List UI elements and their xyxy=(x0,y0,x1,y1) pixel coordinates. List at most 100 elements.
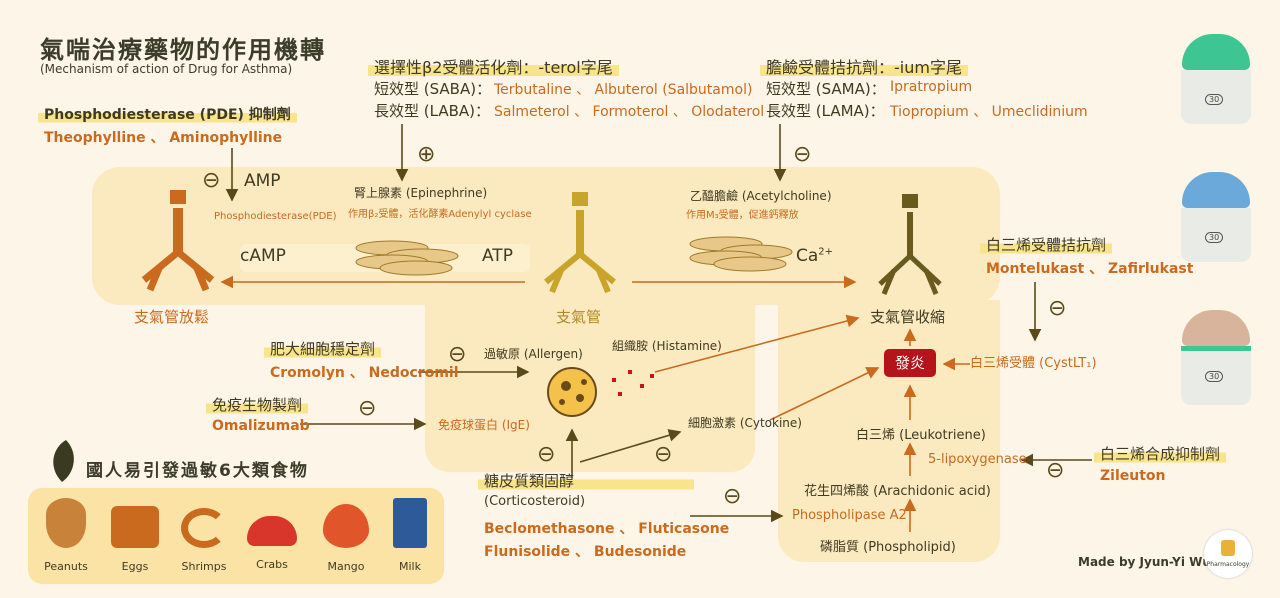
lama-drugs: Tiopropium 、 Umeclidinium xyxy=(890,104,1088,120)
calcium-charge: 2+ xyxy=(818,246,834,258)
steroid-inhibit-icon-1: ⊖ xyxy=(537,442,556,467)
lipoxygenase-label: 5-lipoxygenase xyxy=(928,452,1027,467)
histamine-arrow xyxy=(654,314,860,373)
food-label-crabs: Crabs xyxy=(256,558,288,571)
sama-drugs: Ipratropium xyxy=(890,79,973,95)
food-label-peanuts: Peanuts xyxy=(44,560,88,573)
food-label-eggs: Eggs xyxy=(121,560,149,573)
mast-stabilizer-drugs: Cromolyn 、 Nedocromil xyxy=(270,365,459,381)
pla2-inhibit-icon: ⊖ xyxy=(723,484,742,509)
pde-inhibitor-heading: Phosphodiesterase (PDE) 抑制劑 xyxy=(38,104,297,124)
pla2-label: Phospholipase A2 xyxy=(792,508,907,523)
anticholinergic-heading: 膽鹼受體拮抗劑：-ium字尾 xyxy=(760,54,968,78)
pde-inhibit-icon: ⊖ xyxy=(202,168,221,193)
amp-label: AMP xyxy=(244,171,281,191)
allergen-label: 過敏原 (Allergen) xyxy=(484,347,583,361)
steroid-drugs-1: Beclomethasone 、 Fluticasone xyxy=(484,521,730,537)
bronchus-relax-label: 支氣管放鬆 xyxy=(134,308,210,326)
bronchus-constrict-icon xyxy=(878,194,942,295)
food-label-milk: Milk xyxy=(399,560,421,573)
leukotriene-label: 白三烯 (Leukotriene) xyxy=(856,428,986,443)
arachidonic-label: 花生四烯酸 (Arachidonic acid) xyxy=(804,484,991,499)
mast-inhibit-icon: ⊖ xyxy=(448,342,467,367)
cytokine-inflam-arrow xyxy=(769,367,880,421)
inhaler-tan-cap xyxy=(1182,310,1250,346)
logo-mark xyxy=(1221,540,1235,556)
bronchus-icon xyxy=(544,192,616,294)
peanut-icon xyxy=(46,498,86,548)
food-allergy-panel xyxy=(28,488,444,584)
inhaler-tan-icon: 30 xyxy=(1176,310,1256,405)
steroid-drugs-2: Flunisolide 、 Budesonide xyxy=(484,544,687,560)
shrimp-icon xyxy=(181,508,227,548)
steroid-inhibit-icon-2: ⊖ xyxy=(654,442,673,467)
pharmacology-logo: Pharmacology xyxy=(1204,530,1252,578)
food-peanuts: Peanuts xyxy=(38,498,94,573)
m3-receptor-cells xyxy=(689,236,793,272)
inhaler-tan-counter: 30 xyxy=(1205,371,1224,382)
inhaler-blue-body: 30 xyxy=(1181,208,1251,262)
immuno-inhibit-icon: ⊖ xyxy=(358,396,377,421)
saba-label: 短效型 (SABA)： xyxy=(374,80,492,98)
acetylcholine-label: 乙醯膽鹼 (Acetylcholine) xyxy=(690,189,832,203)
logo-text: Pharmacology xyxy=(1206,561,1250,568)
camp-label: cAMP xyxy=(240,246,286,266)
epinephrine-note: 作用β₂受體，活化酵素Adenylyl cyclase xyxy=(348,209,532,220)
saba-drugs: Terbutaline 、 Albuterol (Salbutamol) xyxy=(494,82,753,98)
inhaler-green-body: 30 xyxy=(1181,70,1251,124)
cytokine-label: 細胞激素 (Cytokine) xyxy=(688,416,802,430)
mast-cell-icon xyxy=(547,367,597,417)
mast-stabilizer-heading: 肥大細胞穩定劑 xyxy=(264,338,382,359)
inhaler-tan-body: 30 xyxy=(1181,346,1251,405)
biologics-heading: 免疫生物製劑 xyxy=(206,394,309,415)
anticholinergic-inhibit-icon: ⊖ xyxy=(793,142,812,167)
pde-inhibitor-drugs: Theophylline 、 Aminophylline xyxy=(44,130,283,146)
inhaler-blue-icon: 30 xyxy=(1176,172,1256,266)
atp-label: ATP xyxy=(482,246,513,266)
food-milk: Milk xyxy=(384,498,436,573)
inhaler-green-counter: 30 xyxy=(1205,94,1224,105)
page-subtitle: (Mechanism of action of Drug for Asthma) xyxy=(40,62,293,76)
beta2-agonist-heading: 選擇性β2受體活化劑：-terol字尾 xyxy=(368,54,619,78)
lt-synthesis-inhibitor-drugs: Zileuton xyxy=(1100,468,1166,484)
epinephrine-label: 腎上腺素 (Epinephrine) xyxy=(354,186,488,200)
page-title: 氣喘治療藥物的作用機轉 xyxy=(40,36,326,64)
biologics-drugs: Omalizumab xyxy=(212,418,310,434)
cystlt-receptor-label: 白三烯受體 (CystLT₁) xyxy=(970,356,1097,371)
bronchus-constrict-label: 支氣管收縮 xyxy=(870,308,946,326)
food-eggs: Eggs xyxy=(106,498,164,573)
cytokine-arrow xyxy=(579,429,682,463)
laba-drugs: Salmeterol 、 Formoterol 、 Olodaterol xyxy=(494,104,765,120)
zileuton-inhibit-icon: ⊖ xyxy=(1046,458,1065,483)
histamine-granules xyxy=(612,370,654,396)
inhaler-blue-counter: 30 xyxy=(1205,232,1224,243)
calcium-label: Ca2+ xyxy=(796,246,833,266)
crab-icon xyxy=(247,516,297,546)
bronchus-relax-icon xyxy=(141,190,215,292)
calcium-symbol: Ca xyxy=(796,246,819,266)
pde-enzyme-label: Phosphodiesterase(PDE) xyxy=(214,211,337,222)
pathway-panel-right xyxy=(778,300,1000,562)
credit-text: Made by Jyun-Yi Wu xyxy=(1078,555,1211,569)
lt-synthesis-inhibitor-heading: 白三烯合成抑制劑 xyxy=(1094,443,1227,464)
phospholipid-label: 磷脂質 (Phospholipid) xyxy=(820,540,956,555)
bronchus-label: 支氣管 xyxy=(556,308,602,326)
steroid-heading: 糖皮質類固醇 xyxy=(478,470,695,491)
leaf-icon xyxy=(53,440,74,482)
sama-label: 短效型 (SAMA)： xyxy=(766,80,886,98)
ige-label: 免疫球蛋白 (IgE) xyxy=(438,418,530,432)
inhaler-green-cap xyxy=(1182,34,1250,70)
food-crabs: Crabs xyxy=(242,498,302,571)
food-allergy-heading: 國人易引發過敏6大類食物 xyxy=(86,461,309,481)
inhaler-blue-cap xyxy=(1182,172,1250,208)
food-label-mango: Mango xyxy=(327,560,365,573)
egg-basket-icon xyxy=(111,506,159,548)
montelukast-inhibit-icon: ⊖ xyxy=(1048,296,1067,321)
acetylcholine-note: 作用M₃受體，促進鈣釋放 xyxy=(686,210,799,221)
milk-carton-icon xyxy=(393,498,427,548)
lt-antagonist-drugs: Montelukast 、 Zafirlukast xyxy=(986,261,1194,277)
histamine-label: 組織胺 (Histamine) xyxy=(612,339,722,353)
inhaler-green-icon: 30 xyxy=(1176,34,1256,128)
lt-antagonist-heading: 白三烯受體拮抗劑 xyxy=(980,234,1113,255)
